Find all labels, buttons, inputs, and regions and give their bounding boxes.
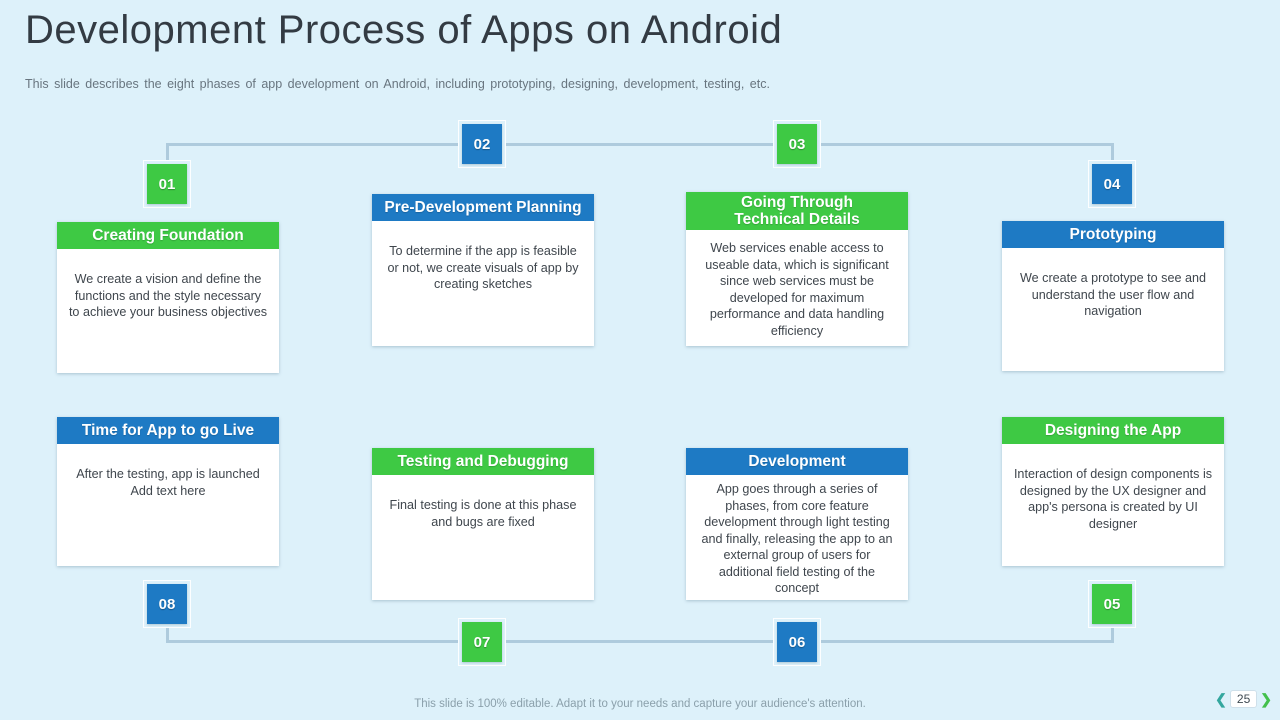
step-badge-06: 06 (773, 618, 821, 666)
phase-card-title: Going Through Technical Details (686, 192, 908, 230)
step-badge-04: 04 (1088, 160, 1136, 208)
phase-card-body-text: After the testing, app is launched (76, 467, 260, 481)
phase-card-body: To determine if the app is feasible or n… (372, 221, 594, 301)
step-badge-06-number: 06 (777, 622, 817, 662)
phase-card-title: Prototyping (1002, 221, 1224, 248)
phase-card-time-for-app-to-go-live: Time for App to go Live After the testin… (57, 417, 279, 566)
phase-card-body: After the testing, app is launched Add t… (57, 444, 279, 507)
step-badge-04-number: 04 (1092, 164, 1132, 204)
page-number: 25 (1229, 690, 1258, 708)
phase-card-body-text: App goes through a series of phases, fro… (701, 482, 893, 595)
phase-card-body-text: Interaction of design components is desi… (1013, 467, 1213, 531)
phase-card-title: Development (686, 448, 908, 475)
phase-card-title: Time for App to go Live (57, 417, 279, 444)
phase-card-body-text: Web services enable access to useable da… (705, 241, 889, 338)
step-badge-03: 03 (773, 120, 821, 168)
phase-card-title: Pre-Development Planning (372, 194, 594, 221)
step-badge-03-number: 03 (777, 124, 817, 164)
phase-card-creating-foundation: Creating Foundation We create a vision a… (57, 222, 279, 373)
step-badge-05-number: 05 (1092, 584, 1132, 624)
connector-stub-step5 (1111, 622, 1114, 643)
previous-slide-icon[interactable]: ❮ (1215, 691, 1227, 707)
page-title: Development Process of Apps on Android (25, 8, 783, 52)
phase-card-going-through-technical-details: Going Through Technical Details Web serv… (686, 192, 908, 346)
phase-card-designing-the-app: Designing the App Interaction of design … (1002, 417, 1224, 566)
phase-card-body: We create a vision and define the functi… (57, 249, 279, 329)
step-badge-05: 05 (1088, 580, 1136, 628)
phase-card-body-text: We create a vision and define the functi… (68, 272, 268, 319)
phase-card-body-text: We create a prototype to see and underst… (1020, 271, 1206, 318)
phase-card-title: Designing the App (1002, 417, 1224, 444)
phase-card-testing-and-debugging: Testing and Debugging Final testing is d… (372, 448, 594, 600)
phase-card-body-text: To determine if the app is feasible or n… (387, 244, 579, 291)
step-badge-01: 01 (143, 160, 191, 208)
step-badge-07: 07 (458, 618, 506, 666)
page-navigation: ❮ 25 ❯ (1215, 689, 1272, 709)
phase-card-body: We create a prototype to see and underst… (1002, 248, 1224, 328)
phase-card-pre-development-planning: Pre-Development Planning To determine if… (372, 194, 594, 346)
phase-card-body-text: Final testing is done at this phase and … (389, 498, 577, 529)
connector-line-bottom (167, 640, 1113, 643)
step-badge-07-number: 07 (462, 622, 502, 662)
footer-note: This slide is 100% editable. Adapt it to… (414, 698, 866, 710)
phase-card-body: Interaction of design components is desi… (1002, 444, 1224, 540)
phase-card-body: Final testing is done at this phase and … (372, 475, 594, 538)
phase-card-body: App goes through a series of phases, fro… (686, 475, 908, 605)
phase-card-body-placeholder: Add text here (130, 483, 206, 498)
step-badge-02-number: 02 (462, 124, 502, 164)
connector-line-top (167, 143, 1113, 146)
step-badge-02: 02 (458, 120, 506, 168)
phase-card-body: Web services enable access to useable da… (686, 230, 908, 347)
connector-stub-step8 (166, 622, 169, 643)
step-badge-01-number: 01 (147, 164, 187, 204)
phase-card-title: Testing and Debugging (372, 448, 594, 475)
page-subtitle: This slide describes the eight phases of… (25, 77, 770, 91)
connector-stub-step4 (1111, 143, 1114, 165)
phase-card-prototyping: Prototyping We create a prototype to see… (1002, 221, 1224, 371)
phase-card-title: Creating Foundation (57, 222, 279, 249)
phase-card-development: Development App goes through a series of… (686, 448, 908, 600)
connector-stub-step1 (166, 143, 169, 165)
step-badge-08-number: 08 (147, 584, 187, 624)
step-badge-08: 08 (143, 580, 191, 628)
next-slide-icon[interactable]: ❯ (1260, 691, 1272, 707)
